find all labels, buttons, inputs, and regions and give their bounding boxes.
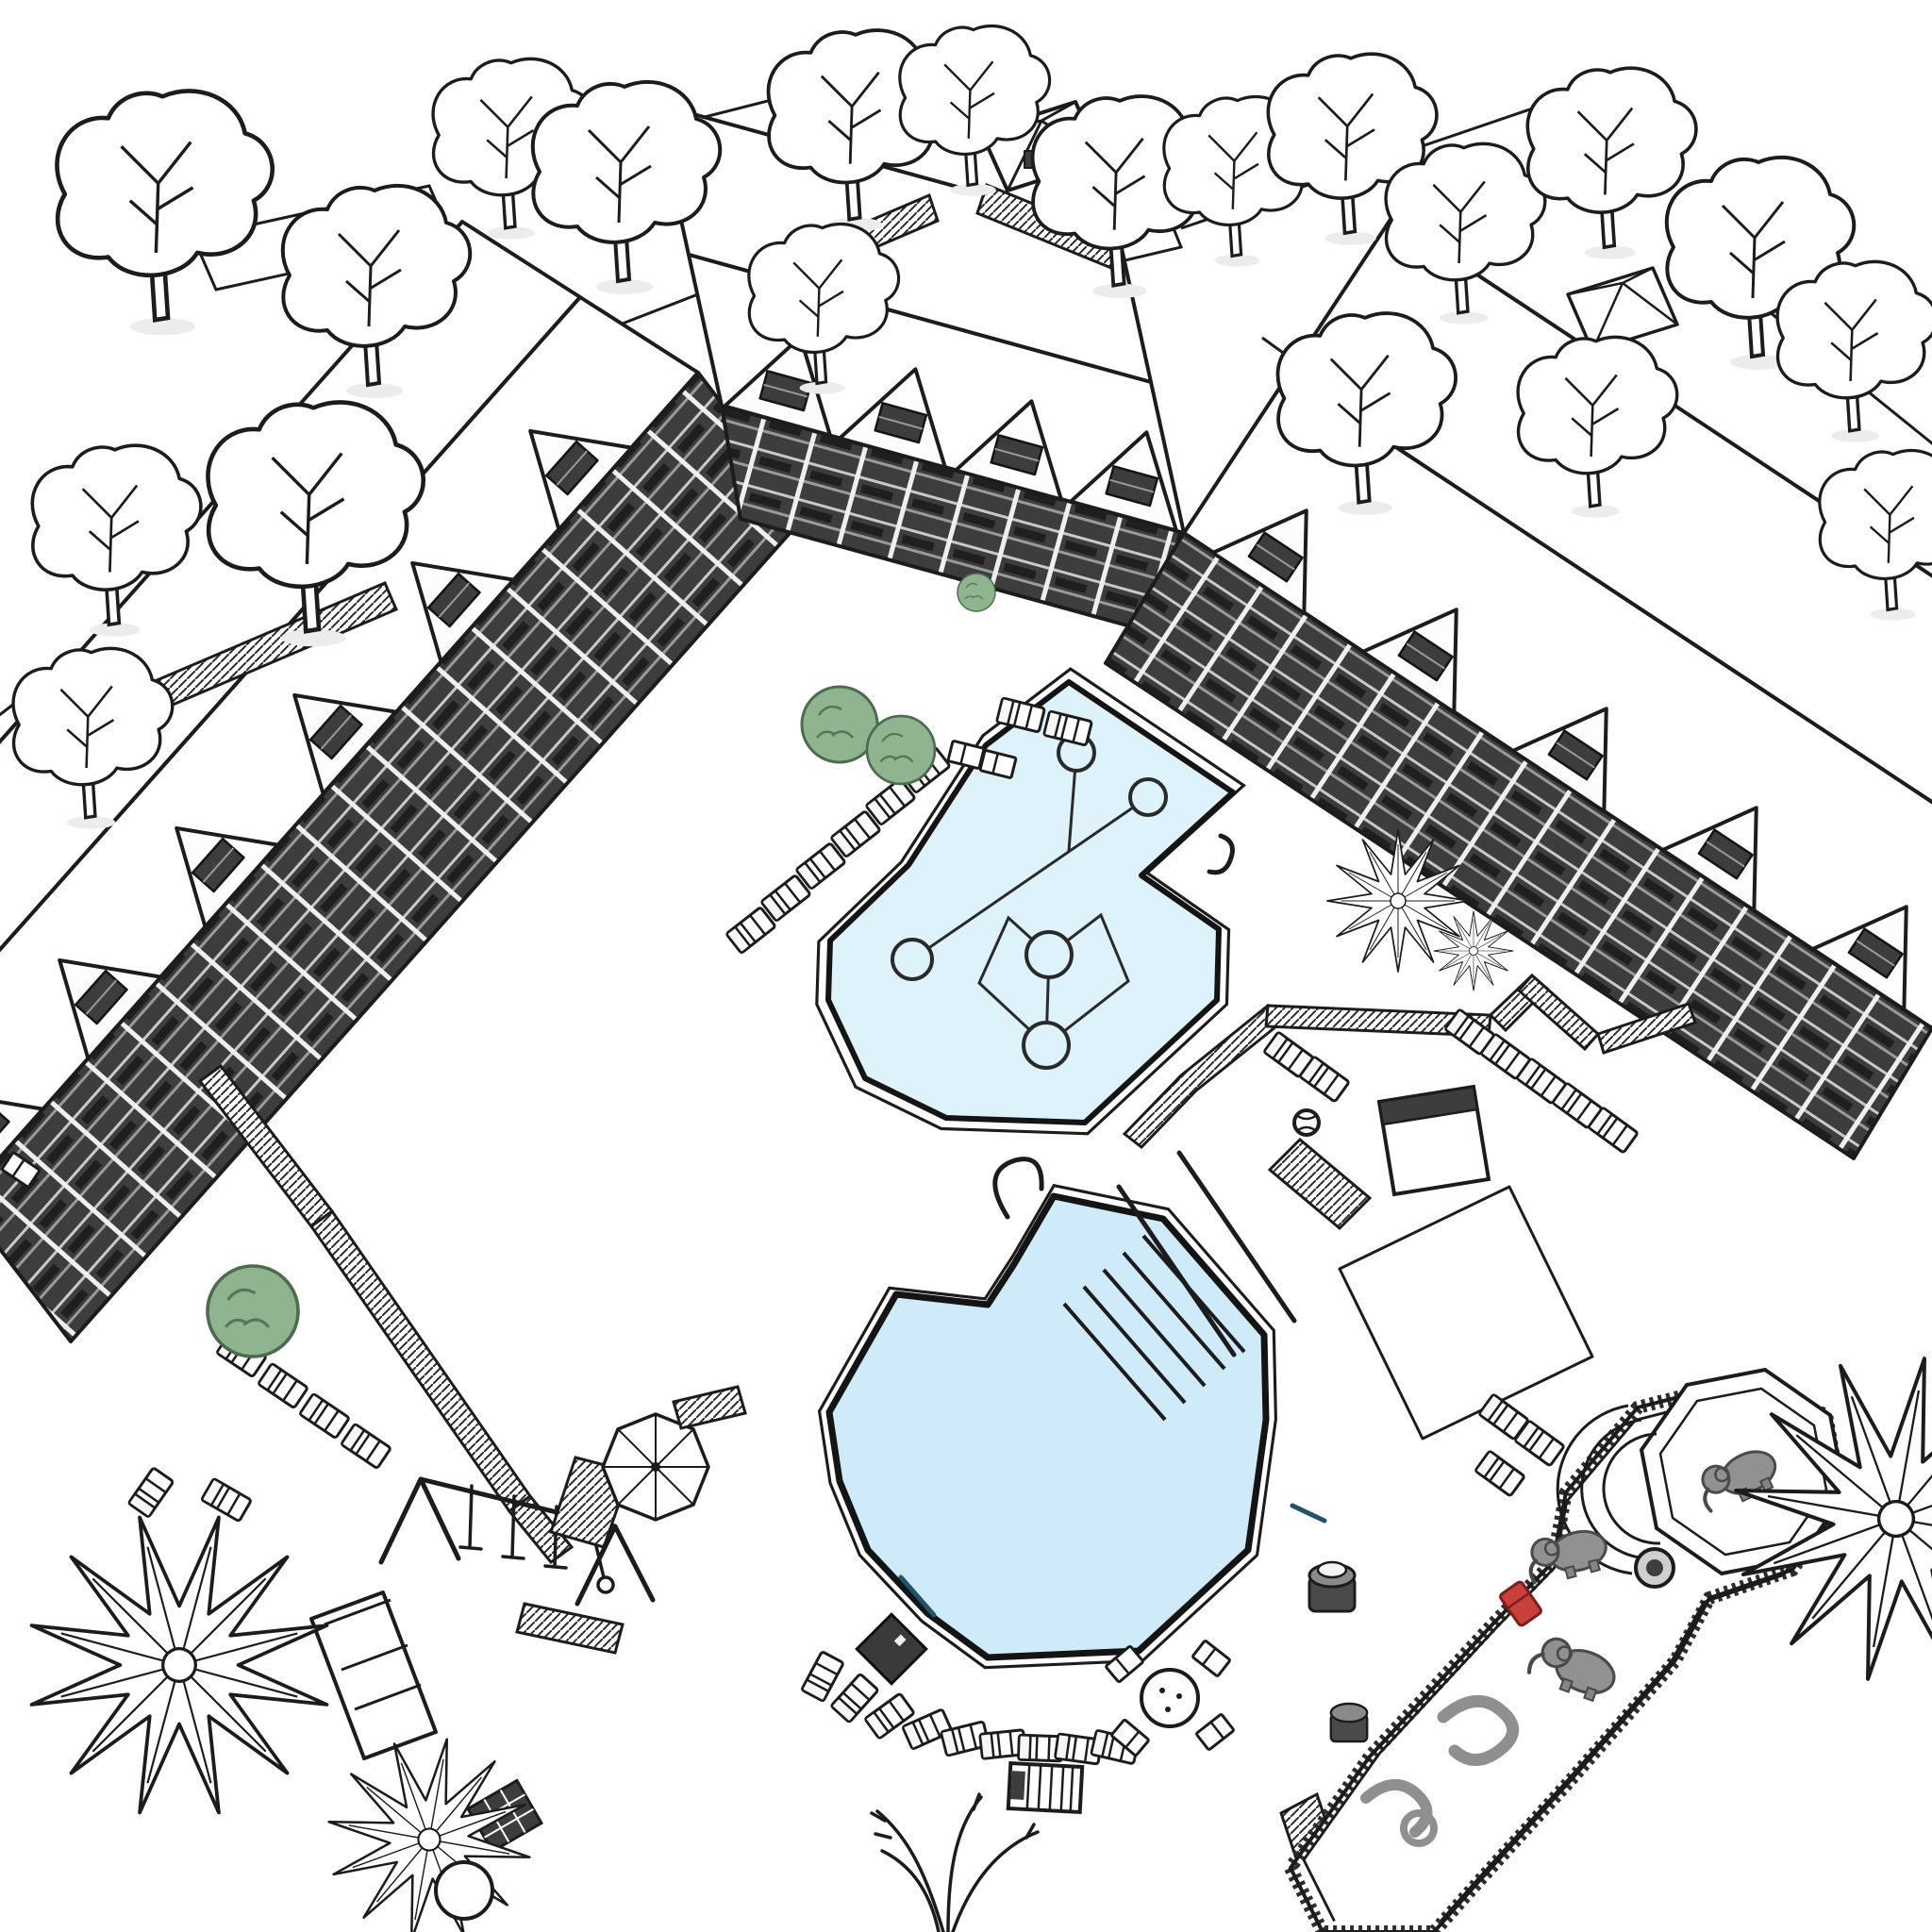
lounge-chair (298, 1391, 351, 1441)
palm-fronds (870, 1792, 1040, 1932)
table-chair (1191, 1639, 1232, 1678)
kids-splash-deck (1282, 1367, 1849, 1932)
red-kid-chair (1499, 1580, 1542, 1627)
planter-pot (434, 1860, 494, 1921)
round-table-set (1104, 1639, 1236, 1757)
cabana-platform (1376, 1084, 1491, 1197)
slide-figure (1360, 1778, 1433, 1838)
palm-tree (0, 1475, 369, 1855)
lounge-chair (794, 841, 847, 891)
lounge-chair (200, 1476, 253, 1524)
umbrella (601, 1412, 710, 1522)
lounge-chair (340, 1422, 392, 1471)
lounge-chair (1474, 1449, 1526, 1498)
pool-water (825, 1192, 1270, 1661)
play-mat (515, 1602, 625, 1655)
trash-bin (1307, 1560, 1357, 1613)
bush (865, 714, 937, 786)
boardwalk-fence-right (1122, 973, 1697, 1150)
lounge-chair (724, 906, 777, 955)
event-square (1338, 1185, 1594, 1441)
pool-ball (1292, 1108, 1321, 1137)
table-chair (1194, 1712, 1236, 1752)
round-table (1140, 1668, 1200, 1728)
tree (1775, 259, 1932, 444)
main-pool (817, 1150, 1327, 1670)
pool-ladder (1207, 833, 1235, 875)
trash-bin (1329, 1702, 1369, 1743)
gazebo-hut (1566, 266, 1679, 353)
striped-ramp (1267, 1137, 1373, 1231)
lounge-chair (257, 1361, 309, 1410)
bush (957, 573, 996, 612)
tilted-frame (309, 1591, 438, 1760)
lounge-chair (800, 1650, 845, 1703)
painted-circles (891, 733, 1168, 1070)
lounge-chair (126, 1466, 175, 1519)
lane-marks (898, 1503, 1327, 1618)
grill-kettle (1634, 1547, 1675, 1589)
lounge-chair (864, 777, 917, 826)
lounge-chair (759, 874, 812, 923)
splash-pool (815, 667, 1246, 1136)
slat-bench (672, 1385, 747, 1430)
pool-handrails (992, 1150, 1297, 1357)
dark-lounger (855, 1612, 928, 1686)
towel-cart (1006, 1760, 1085, 1815)
tree (57, 91, 272, 335)
hotel-left-wing (0, 220, 808, 1343)
slide-loop (1400, 1809, 1438, 1847)
lounge-chair (829, 809, 882, 858)
bush (206, 1264, 300, 1358)
slide-figure (1437, 1694, 1519, 1766)
